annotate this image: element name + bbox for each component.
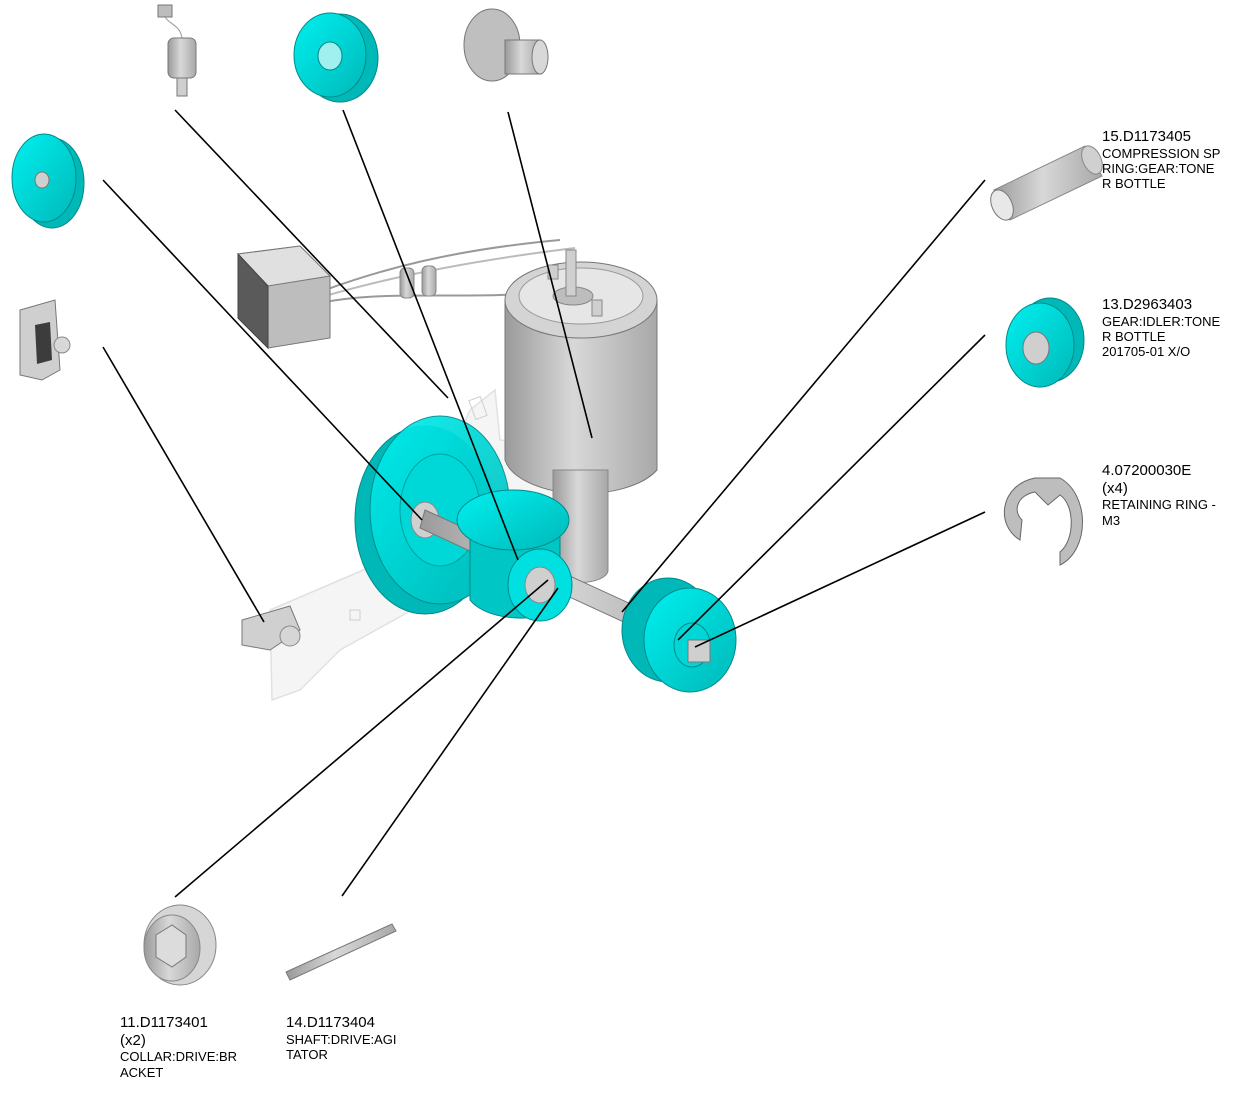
latch-installed	[241, 605, 301, 651]
gear-middle	[456, 489, 573, 622]
retaining-ring-part	[1004, 477, 1083, 566]
gear-idler-installed	[621, 577, 737, 693]
callout-4-number: 4.07200030E	[1102, 462, 1192, 479]
callout-11: 11.D1173401 (x2) COLLAR:DRIVE:BR ACKET	[120, 1014, 237, 1080]
callout-15-desc-1: COMPRESSION SP	[1102, 145, 1221, 161]
callout-15-desc-3: R BOTTLE	[1102, 176, 1166, 192]
callout-13-desc-2: R BOTTLE	[1102, 329, 1166, 345]
callout-13-desc-3: 201705-01 X/O	[1102, 344, 1191, 360]
callout-4: 4.07200030E (x4) RETAINING RING - M3	[1102, 462, 1216, 528]
collar-part	[143, 904, 217, 986]
gear-top	[293, 12, 379, 103]
callout-15-number: 15.D1173405	[1102, 128, 1191, 145]
bushing-part	[463, 8, 549, 82]
leader-line-15	[621, 179, 986, 613]
callout-13: 13.D2963403 GEAR:IDLER:TONE R BOTTLE 201…	[1102, 296, 1220, 360]
leader-line-bushing	[507, 111, 593, 439]
callout-11-desc-2: ACKET	[120, 1064, 164, 1080]
leader-line-13	[677, 334, 986, 641]
callout-4-qty: (x4)	[1102, 479, 1128, 497]
leader-line-gear-left	[102, 179, 423, 521]
callout-14-desc-1: SHAFT:DRIVE:AGI	[286, 1031, 397, 1047]
callout-13-number: 13.D2963403	[1102, 296, 1193, 313]
latch-clip	[19, 299, 71, 381]
leader-lines	[102, 109, 986, 898]
leader-line-sensor	[174, 109, 449, 399]
callout-14-number: 14.D1173404	[286, 1014, 375, 1031]
callout-4-desc-2: M3	[1102, 512, 1121, 528]
callout-11-desc-1: COLLAR:DRIVE:BR	[120, 1049, 238, 1065]
leader-line-11	[174, 579, 549, 898]
gear-left	[11, 133, 85, 229]
idler-gear-part	[1005, 297, 1085, 388]
callout-11-number: 11.D1173401	[120, 1014, 208, 1031]
connector-housing	[236, 245, 332, 350]
motor-wires	[324, 239, 576, 303]
callout-13-desc-1: GEAR:IDLER:TONE	[1102, 313, 1221, 329]
sensor-part	[157, 4, 197, 97]
callout-15: 15.D1173405 COMPRESSION SP RING:GEAR:TON…	[1102, 128, 1220, 192]
leader-line-14	[341, 587, 559, 897]
callout-15-desc-2: RING:GEAR:TONE	[1102, 161, 1215, 177]
callout-14: 14.D1173404 SHAFT:DRIVE:AGI TATOR	[286, 1014, 397, 1062]
callout-14-desc-2: TATOR	[286, 1047, 328, 1063]
leader-line-gear-top	[342, 109, 519, 561]
callout-11-qty: (x2)	[120, 1031, 146, 1049]
leader-line-4	[694, 511, 986, 648]
agitator-shaft-part	[285, 923, 397, 981]
leader-line-latch	[102, 346, 265, 623]
compression-spring-part	[990, 145, 1103, 221]
callout-4-desc-1: RETAINING RING -	[1102, 497, 1216, 513]
